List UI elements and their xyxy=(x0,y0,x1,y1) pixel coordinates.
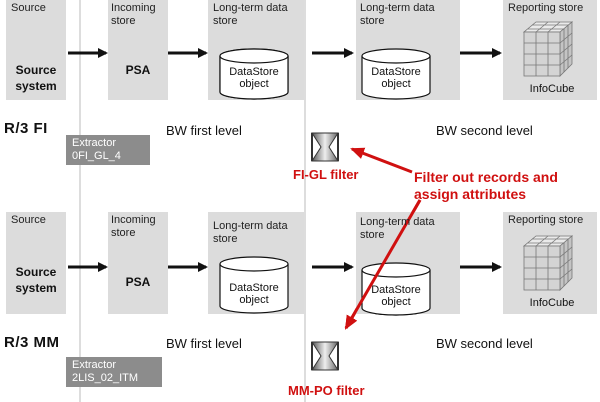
bw-second-level-label: BW second level xyxy=(436,336,533,351)
system-label: R/3 FI xyxy=(4,120,48,137)
psa-label: PSA xyxy=(125,275,151,289)
longterm-store-title: Long-term data store xyxy=(213,220,288,245)
filter-icon xyxy=(311,341,339,371)
extractor-label: Extractor 0FI_GL_4 xyxy=(66,135,150,165)
source-box: Source Source system xyxy=(6,0,66,100)
source-box: Source Source system xyxy=(6,212,66,314)
system-label: R/3 MM xyxy=(4,334,60,351)
infocube-label: InfoCube xyxy=(529,83,575,95)
datastore-object-label: DataStore object xyxy=(371,284,421,308)
reporting-store-title: Reporting store xyxy=(508,214,584,226)
incoming-store-box: Incoming store PSA xyxy=(108,0,168,100)
incoming-store-box: Incoming store PSA xyxy=(108,212,168,314)
filter-icon xyxy=(311,132,339,162)
psa-label: PSA xyxy=(125,63,151,77)
extractor-label: Extractor 2LIS_02_ITM xyxy=(66,357,162,387)
incoming-store-title: Incoming store xyxy=(111,2,156,27)
bw-second-level-label: BW second level xyxy=(436,123,533,138)
infocube-label: InfoCube xyxy=(529,297,575,309)
filter-label: MM-PO filter xyxy=(288,383,365,398)
longterm-store-title: Long-term data store xyxy=(360,216,435,241)
filter-annotation: Filter out records and assign attributes xyxy=(414,169,558,202)
source-box-title: Source xyxy=(11,214,46,226)
source-system-label: Source system xyxy=(15,265,57,295)
source-system-label: Source system xyxy=(15,63,57,93)
reporting-store-title: Reporting store xyxy=(508,2,584,14)
source-box-title: Source xyxy=(11,2,46,14)
incoming-store-title: Incoming store xyxy=(111,214,156,239)
filter-label: FI-GL filter xyxy=(293,167,359,182)
longterm-store-title: Long-term data store xyxy=(213,2,288,27)
bw-first-level-label: BW first level xyxy=(166,336,242,351)
datastore-object-label: DataStore object xyxy=(229,282,279,306)
annotation-arrow xyxy=(350,147,413,174)
datastore-object-label: DataStore object xyxy=(229,66,279,90)
bw-first-level-label: BW first level xyxy=(166,123,242,138)
longterm-store-title: Long-term data store xyxy=(360,2,435,27)
datastore-object-label: DataStore object xyxy=(371,66,421,90)
